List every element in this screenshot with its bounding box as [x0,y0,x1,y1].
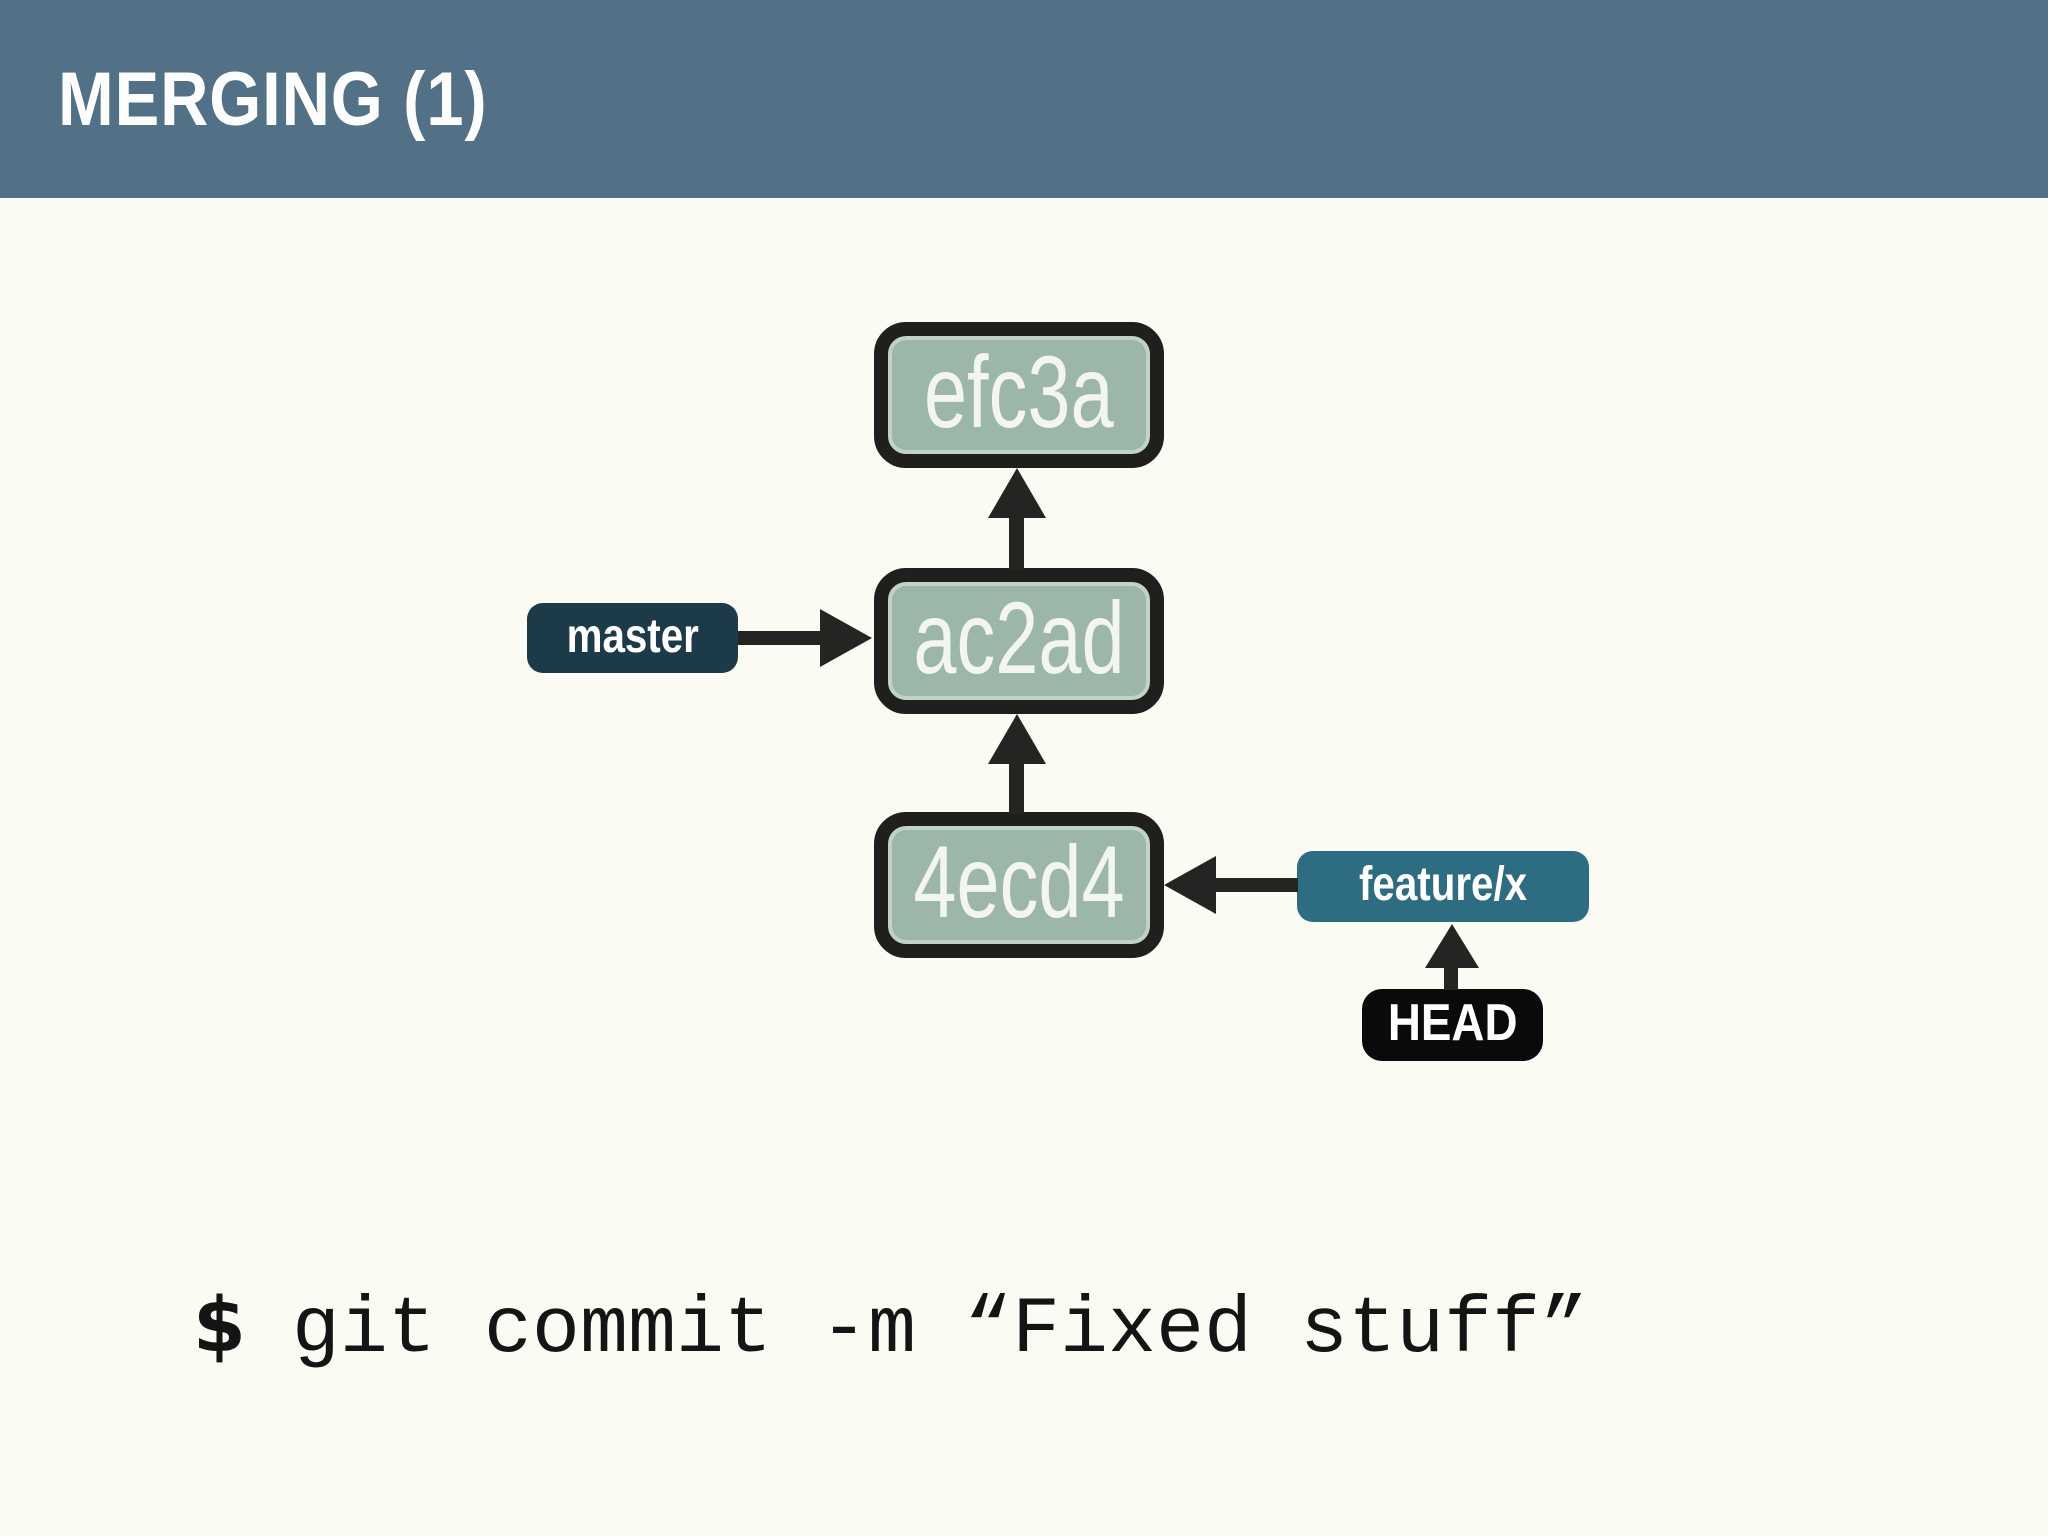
arrow-master-to-ac2ad-shaft [738,631,823,645]
arrow-ac2ad-to-efc3a-shaft [1009,514,1024,570]
arrow-feature-to-4ecd4-shaft [1212,878,1298,892]
arrow-4ecd4-to-ac2ad-shaft [1009,760,1024,814]
arrow-up-icon [988,468,1046,518]
arrow-up-icon [1425,924,1479,968]
branch-label-text: feature/x [1358,858,1528,911]
branch-label-text: master [566,609,699,663]
arrow-head-to-feature-shaft [1444,962,1458,990]
terminal-command-line: $ git commit -m “Fixed stuff” [193,1280,1588,1376]
head-label-text: HEAD [1387,994,1518,1052]
shell-prompt: $ [193,1280,246,1369]
branch-label-feature-x: feature/x [1297,851,1589,922]
branch-label-master: master [527,603,738,673]
commit-hash: 4ecd4 [913,824,1125,939]
command-text: git commit -m “Fixed stuff” [291,1285,1589,1376]
arrow-up-icon [988,714,1046,764]
commit-hash: efc3a [924,334,1114,449]
commit-node-efc3a: efc3a [874,322,1164,468]
head-label: HEAD [1362,989,1543,1061]
commit-hash: ac2ad [913,580,1125,695]
commit-node-4ecd4: 4ecd4 [874,812,1164,958]
slide-header-bar: MERGING (1) [0,0,2048,198]
slide-title: MERGING (1) [58,56,488,142]
commit-node-ac2ad: ac2ad [874,568,1164,714]
arrow-left-icon [1164,856,1216,914]
arrow-right-icon [820,609,872,667]
